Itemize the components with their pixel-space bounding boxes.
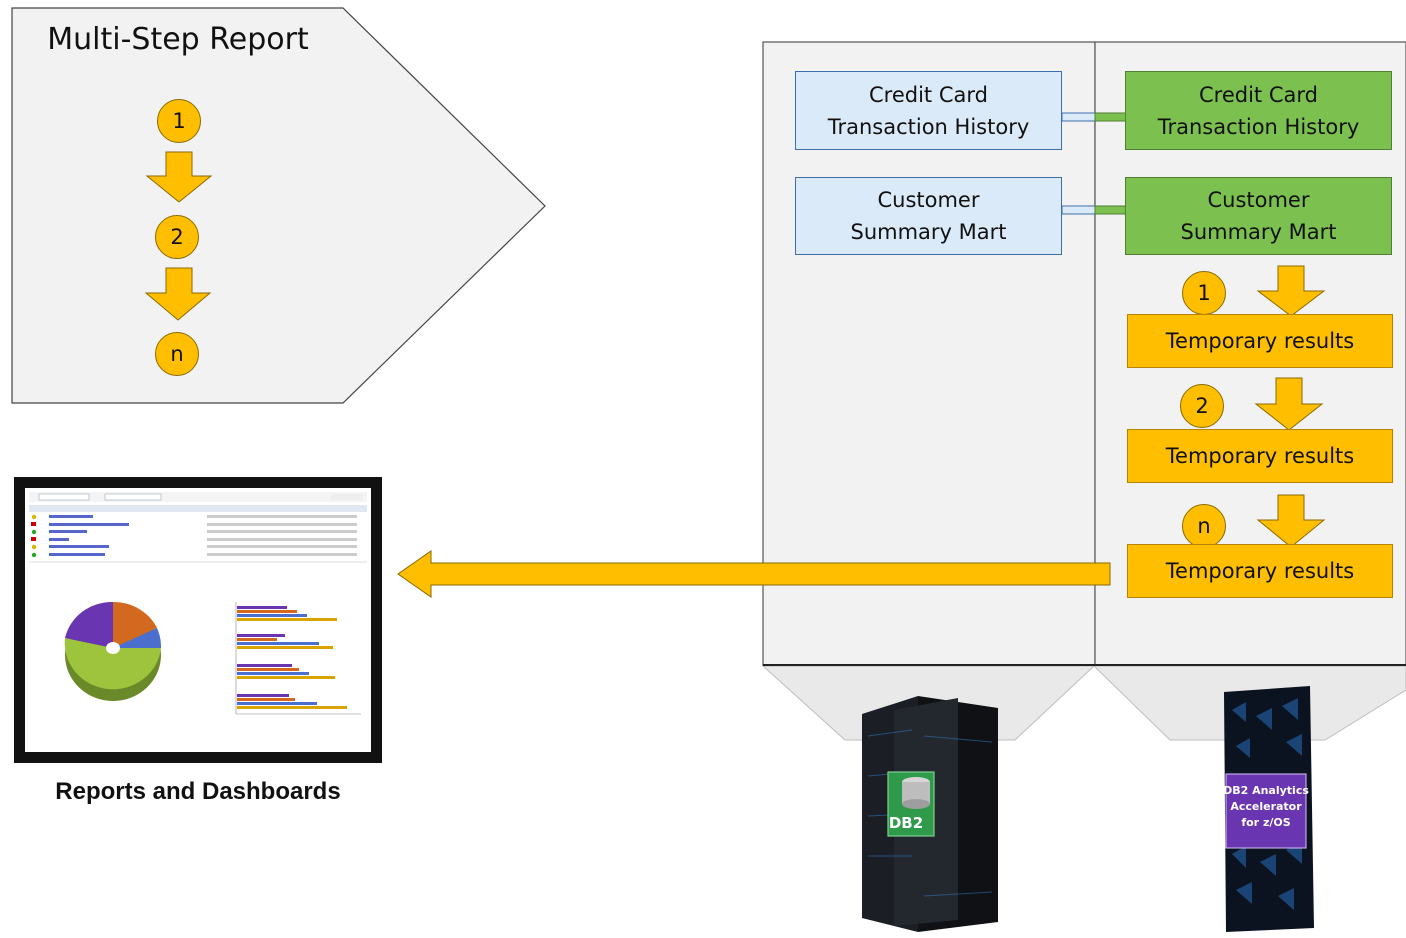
dashboard-caption: Reports and Dashboards	[55, 778, 341, 805]
temporary-results-label: Temporary results	[1165, 559, 1355, 583]
step-marker: n	[155, 332, 199, 376]
step-arrow-down-icon	[1256, 494, 1326, 548]
accelerator-server: DB2 Analytics Accelerator for z/OS	[1223, 686, 1314, 932]
sync-connector	[1061, 205, 1097, 215]
accelerator-logo-text: DB2 Analytics	[1223, 784, 1309, 797]
step-marker: 1	[157, 99, 201, 143]
svg-text:for z/OS: for z/OS	[1241, 816, 1290, 829]
table-rows	[31, 514, 357, 558]
temporary-results-label: Temporary results	[1165, 444, 1355, 468]
step-arrow-down-icon	[1256, 265, 1326, 317]
step-marker: n	[1182, 504, 1226, 548]
step-marker: 2	[1180, 384, 1224, 428]
sync-connector	[1061, 112, 1097, 122]
db2-logo-text: DB2	[889, 814, 923, 832]
dashboard-screenshot	[14, 477, 382, 763]
accelerator-table-customer-summary-mart: Customer Summary Mart	[1125, 177, 1392, 255]
pie-chart-thumbnail	[64, 601, 162, 701]
table-label: Customer Summary Mart	[850, 188, 1007, 244]
temporary-results-box: Temporary results	[1127, 429, 1393, 483]
db2-mainframe-server: DB2	[862, 696, 998, 932]
db2-table-customer-summary-mart: Customer Summary Mart	[795, 177, 1062, 255]
table-label: Customer Summary Mart	[1180, 188, 1337, 244]
svg-text:Accelerator: Accelerator	[1230, 800, 1302, 813]
table-label: Credit Card Transaction History	[827, 82, 1030, 139]
bar-chart-thumbnail	[235, 602, 361, 715]
report-callout	[11, 7, 546, 404]
accelerator-table-credit-card-history: Credit Card Transaction History	[1125, 71, 1392, 150]
step-arrow-down-icon	[145, 151, 213, 203]
dashboard-preview-image	[25, 488, 371, 752]
db2-table-credit-card-history: Credit Card Transaction History	[795, 71, 1062, 150]
table-label: Credit Card Transaction History	[1157, 82, 1360, 139]
results-to-dashboard-arrow	[397, 550, 1111, 598]
temporary-results-box: Temporary results	[1127, 544, 1393, 598]
step-arrow-down-icon	[1254, 377, 1324, 431]
report-title: Multi-Step Report	[47, 22, 309, 57]
temporary-results-label: Temporary results	[1165, 329, 1355, 353]
step-marker: 1	[1182, 271, 1226, 315]
temporary-results-box: Temporary results	[1127, 314, 1393, 368]
step-marker: 2	[155, 215, 199, 259]
step-arrow-down-icon	[144, 267, 212, 321]
